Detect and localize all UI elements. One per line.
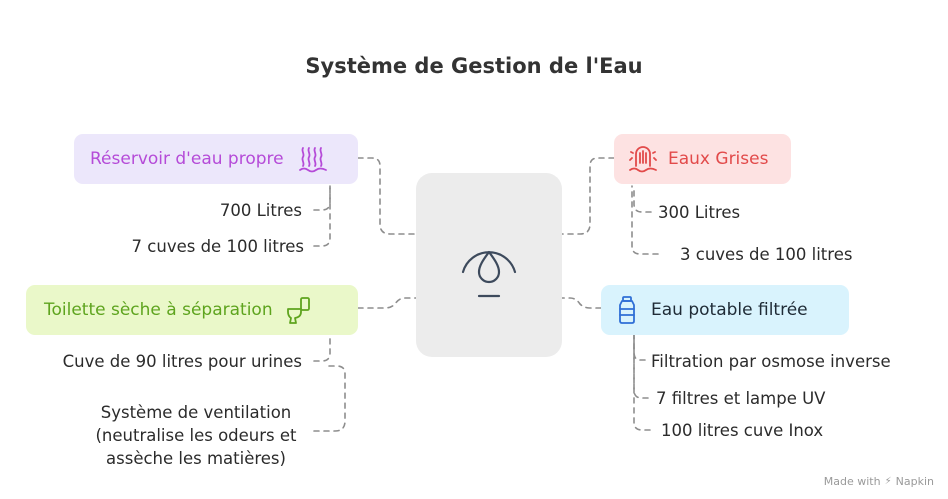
toilet-icon bbox=[285, 295, 313, 325]
potable-label: Eau potable filtrée bbox=[651, 300, 808, 320]
footer-credit: Made with ⚡ Napkin bbox=[824, 475, 934, 488]
footer-brand: Napkin bbox=[895, 475, 934, 488]
potable-detail-2: 7 filtres et lampe UV bbox=[656, 389, 826, 408]
connector-grises bbox=[561, 157, 615, 235]
connector-toilette bbox=[357, 297, 417, 309]
toilette-label: Toilette sèche à séparation bbox=[44, 300, 273, 320]
potable-node: Eau potable filtrée bbox=[601, 285, 849, 335]
grey-water-icon bbox=[628, 144, 658, 174]
reservoir-detail-2: 7 cuves de 100 litres bbox=[131, 237, 304, 256]
toilette-detail-2: Système de ventilation (neutralise les o… bbox=[95, 403, 297, 468]
toilette-node: Toilette sèche à séparation bbox=[26, 285, 358, 335]
potable-detail-1: Filtration par osmose inverse bbox=[651, 352, 891, 371]
connector-potable bbox=[561, 297, 602, 309]
grises-node: Eaux Grises bbox=[614, 134, 791, 184]
detail-connector-potable bbox=[633, 334, 646, 361]
footer-text: Made with bbox=[823, 475, 881, 488]
water-bottle-icon bbox=[615, 295, 639, 325]
grises-detail-2: 3 cuves de 100 litres bbox=[680, 245, 853, 264]
grises-detail-1: 300 Litres bbox=[658, 203, 741, 222]
reservoir-node: Réservoir d'eau propre bbox=[74, 134, 358, 184]
water-waves-icon bbox=[298, 144, 328, 174]
detail-connector-toilette bbox=[313, 334, 331, 362]
reservoir-label: Réservoir d'eau propre bbox=[90, 149, 284, 169]
center-node bbox=[416, 173, 562, 357]
water-drop-icon bbox=[461, 250, 517, 298]
grises-label: Eaux Grises bbox=[668, 149, 769, 169]
detail-connector-grises bbox=[633, 185, 652, 213]
diagram-title: Système de Gestion de l'Eau bbox=[305, 54, 643, 78]
toilette-detail-1: Cuve de 90 litres pour urines bbox=[62, 352, 302, 371]
detail-connector-reservoir bbox=[313, 185, 331, 211]
reservoir-detail-1: 700 Litres bbox=[219, 201, 302, 220]
potable-detail-3: 100 litres cuve Inox bbox=[661, 421, 824, 440]
connector-reservoir bbox=[357, 157, 417, 235]
napkin-logo-icon: ⚡ bbox=[884, 476, 892, 487]
